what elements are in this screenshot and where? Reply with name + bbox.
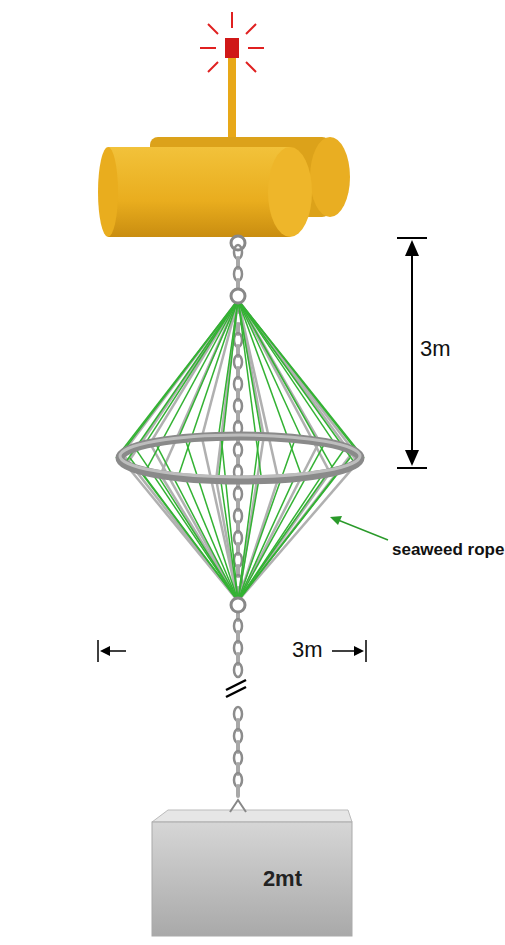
- anchor-block: [152, 800, 352, 936]
- dimension-label: 3m: [420, 336, 451, 362]
- ring: [120, 436, 360, 480]
- dimension-label: 3m: [292, 637, 323, 663]
- anchor-weight: 2mt: [152, 822, 352, 936]
- buoy: [98, 137, 350, 250]
- break-mark: [226, 680, 246, 697]
- warning-light: [200, 12, 264, 146]
- weight-label: 2mt: [263, 866, 302, 892]
- bottom-ring: [231, 598, 245, 612]
- seaweed-frame: [116, 300, 364, 601]
- leader-line: [330, 516, 388, 540]
- ring-highlight: [120, 435, 360, 477]
- top-ring: [231, 289, 245, 303]
- part-label: seaweed rope: [392, 540, 504, 560]
- horizontal-dimension: [98, 640, 366, 662]
